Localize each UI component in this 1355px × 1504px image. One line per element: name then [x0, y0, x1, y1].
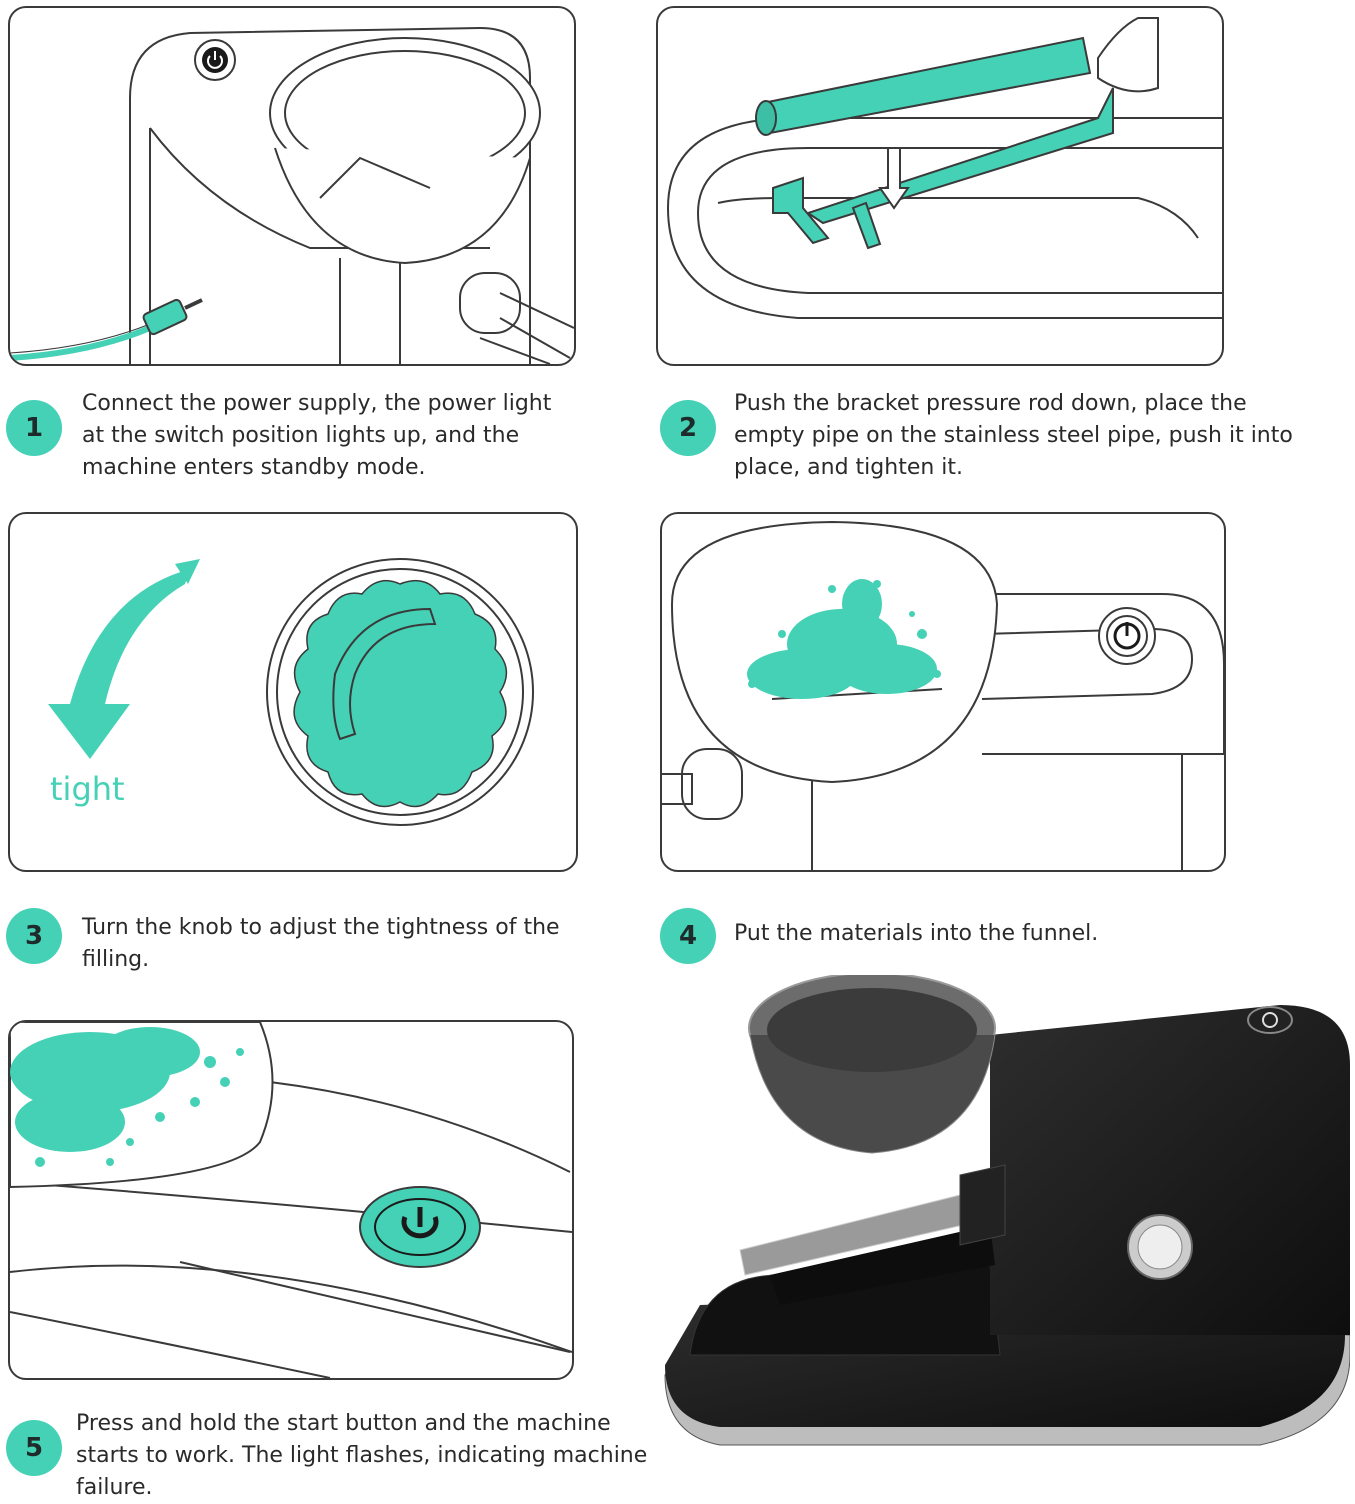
step-4-caption: Put the materials into the funnel. — [734, 921, 1099, 946]
step-1-illustration — [8, 6, 576, 366]
step-2-caption: Push the bracket pressure rod down, plac… — [734, 391, 1293, 480]
step-4-illustration — [660, 512, 1226, 872]
step-5-illustration — [8, 1020, 574, 1380]
step-2-illustration — [656, 6, 1224, 366]
step-2-badge: 2 — [660, 400, 716, 456]
product-illustration — [660, 972, 1351, 1475]
knob-direction-label: tight — [50, 770, 125, 808]
step-3-caption: Turn the knob to adjust the tightness of… — [82, 915, 560, 972]
step-1-caption: Connect the power supply, the power ligh… — [82, 391, 552, 480]
step-5-caption: Press and hold the start button and the … — [76, 1411, 648, 1500]
knob-icon — [293, 579, 508, 808]
step-5-badge: 5 — [6, 1420, 62, 1476]
step-4-badge: 4 — [660, 908, 716, 964]
materials-pile — [747, 579, 941, 699]
step-3-badge: 3 — [6, 908, 62, 964]
step-1-badge: 1 — [6, 400, 62, 456]
materials-scatter — [10, 1027, 244, 1167]
step-3-illustration — [8, 512, 578, 872]
rotate-arrow-icon — [48, 569, 190, 759]
